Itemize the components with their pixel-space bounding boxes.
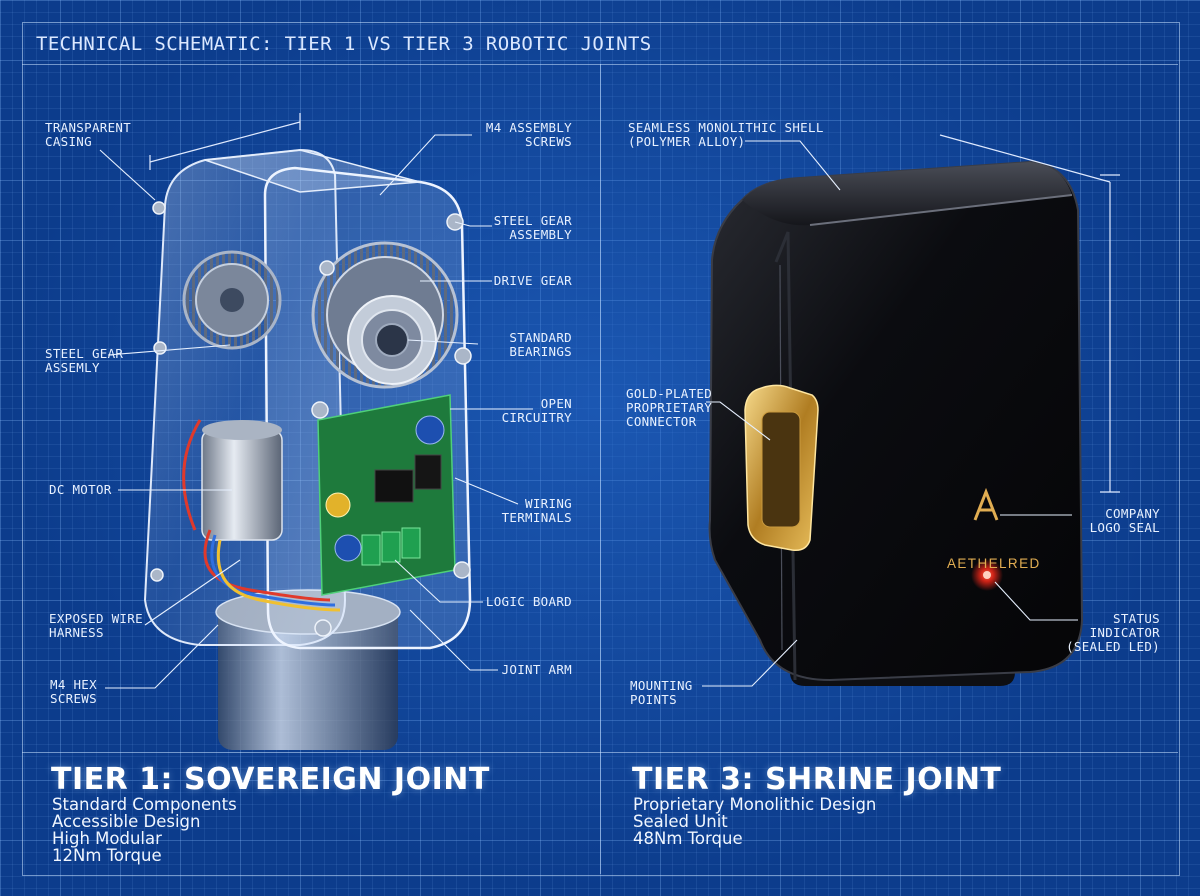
callout-logic-board: LOGIC BOARD <box>485 594 572 609</box>
tier3-line-1: Proprietary Monolithic Design <box>633 795 877 814</box>
tier1-heading: TIER 1: SOVEREIGN JOINT <box>51 762 490 797</box>
dimension-lines <box>149 113 1120 493</box>
tier1-line-3: High Modular <box>52 829 162 848</box>
leader-lines <box>99 134 1078 689</box>
company-logo-text: AETHELRED <box>947 556 1041 571</box>
tier3-line-3: 48Nm Torque <box>633 829 743 848</box>
tier3-heading: TIER 3: SHRINE JOINT <box>632 762 1002 797</box>
tier3-line-2: Sealed Unit <box>633 812 728 831</box>
callout-drive-gear: DRIVE GEAR <box>493 273 572 288</box>
tier1-line-2: Accessible Design <box>52 812 201 831</box>
tier1-line-4: 12Nm Torque <box>52 846 162 865</box>
tier3-joint-illustration <box>708 160 1084 686</box>
schematic-title: TECHNICAL SCHEMATIC: TIER 1 VS TIER 3 RO… <box>36 33 652 55</box>
callout-joint-arm: JOINT ARM <box>501 662 572 677</box>
callout-dc-motor: DC MOTOR <box>49 482 112 497</box>
callout-seamless-shell: SEAMLESS MONOLITHIC SHELL(POLYMER ALLOY) <box>628 120 824 149</box>
center-divider <box>600 64 601 874</box>
tier1-joint-illustration <box>143 148 472 750</box>
tier1-line-1: Standard Components <box>52 795 237 814</box>
